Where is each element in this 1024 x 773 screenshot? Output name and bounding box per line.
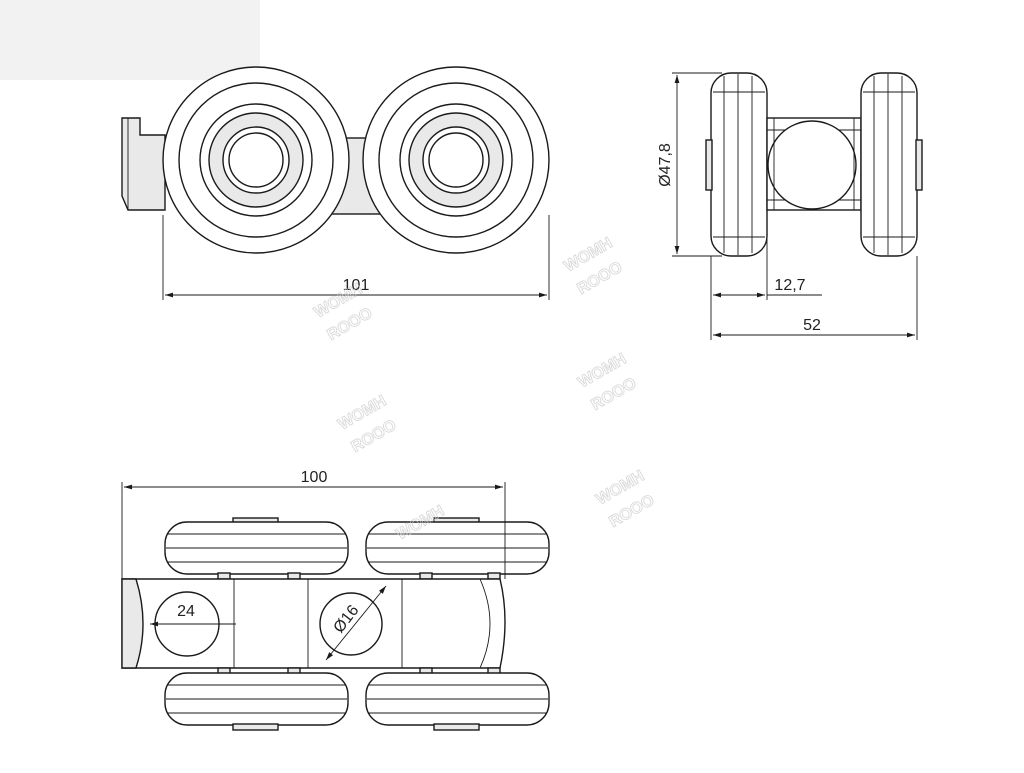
dim-label-offset: 12,7 xyxy=(774,277,805,294)
bottom-wheel-bottom-right xyxy=(365,667,550,731)
bottom-wheel-bottom-left xyxy=(164,667,349,731)
watermark-logo: WOMH ROOO xyxy=(575,350,640,414)
corner-shade xyxy=(0,0,260,80)
bottom-wheel-top-right xyxy=(365,517,550,580)
bottom-view: 24 Ø16 100 xyxy=(121,469,550,731)
front-wheel-right xyxy=(362,66,550,254)
side-axle-body xyxy=(766,117,862,211)
bottom-wheel-top-left xyxy=(164,517,349,580)
bottom-body: 24 Ø16 xyxy=(121,578,506,669)
dim-label-hole-large: 24 xyxy=(177,603,195,620)
front-wheel-left xyxy=(162,66,350,254)
watermark-logo: WOMH ROOO xyxy=(335,392,400,456)
side-view: Ø47,8 12,7 52 xyxy=(657,72,923,340)
dim-label-101: 101 xyxy=(343,277,370,294)
watermark-logo: WOMH ROOO xyxy=(561,234,626,298)
dim-label-52: 52 xyxy=(803,317,821,334)
dim-label-100: 100 xyxy=(301,469,328,486)
front-view: 101 xyxy=(121,66,550,300)
dim-label-diameter: Ø47,8 xyxy=(657,143,674,187)
watermark-logo: WOMH ROOO xyxy=(593,467,658,531)
side-tyre-right xyxy=(860,72,923,257)
dim-line-hole-small xyxy=(325,585,387,661)
side-tyre-left xyxy=(705,72,768,257)
